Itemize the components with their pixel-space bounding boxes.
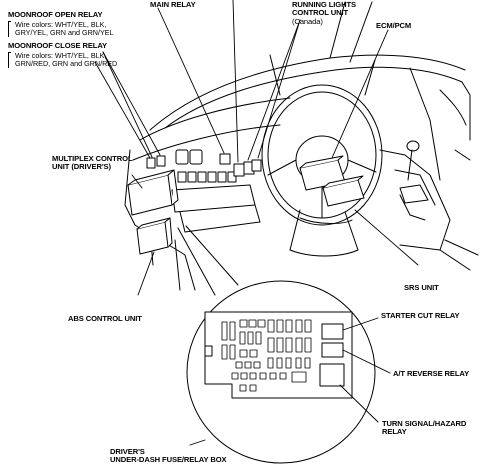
turn-signal-line-1: TURN SIGNAL/HAZARD: [382, 419, 467, 428]
multiplex-control-unit-label: MULTIPLEX CONTROL UNIT (DRIVER'S): [52, 154, 133, 172]
main-relay-shape: [219, 153, 231, 165]
moonroof-open-wire-colors: Wire colors: WHT/YEL, BLK, GRY/YEL, GRN …: [7, 20, 114, 38]
multiplex-line-1: MULTIPLEX CONTROL: [52, 154, 133, 163]
moonroof-close-relay-shape: [156, 155, 166, 167]
srs-unit-label: SRS UNIT: [404, 283, 439, 292]
turn-signal-hazard-relay-label: TURN SIGNAL/HAZARD RELAY: [382, 419, 467, 437]
dashboard-outline: [124, 1, 479, 291]
at-reverse-relay-label: A/T REVERSE RELAY: [393, 369, 470, 378]
multiplex-line-2: UNIT (DRIVER'S): [52, 162, 111, 172]
moonroof-close-relay-label: MOONROOF CLOSE RELAY: [8, 41, 107, 50]
moonroof-close-wire-colors: Wire colors: WHT/YEL, BLK, GRN/RED, GRN …: [8, 51, 118, 69]
main-relay-label: MAIN RELAY: [150, 0, 196, 9]
fuse-box-callout: [177, 225, 391, 464]
abs-control-unit-label: ABS CONTROL UNIT: [68, 314, 142, 323]
fuse-box-line-2: UNDER-DASH FUSE/RELAY BOX: [110, 455, 227, 465]
moonroof-close-wires-line-2: GRN/RED, GRN and GRN/RED: [15, 59, 118, 69]
running-lights-line-2: CONTROL UNIT: [292, 8, 349, 18]
moonroof-open-relay-shape: [146, 157, 156, 169]
srs-unit-shape: [322, 179, 365, 207]
starter-cut-relay-label: STARTER CUT RELAY: [381, 311, 460, 320]
turn-signal-relay-shape: [319, 363, 345, 387]
moonroof-open-relay-label: MOONROOF OPEN RELAY: [8, 10, 103, 19]
moonroof-open-wires-line-2: GRY/YEL, GRN and GRN/YEL: [15, 28, 114, 38]
running-lights-label: RUNNING LIGHTS CONTROL UNIT (Canada): [292, 0, 356, 26]
at-reverse-relay-shape: [321, 342, 344, 358]
running-lights-line-1: RUNNING LIGHTS: [292, 0, 356, 9]
moonroof-close-wires-line-1: Wire colors: WHT/YEL, BLK,: [15, 51, 107, 60]
component-boxes: [127, 153, 365, 255]
turn-signal-line-2: RELAY: [382, 427, 407, 437]
moonroof-open-wires-line-1: Wire colors: WHT/YEL, BLK,: [15, 20, 107, 29]
fuse-box-line-1: DRIVER'S: [110, 447, 145, 456]
leader-lines: [94, 0, 419, 296]
fuse-relay-box-label: DRIVER'S UNDER-DASH FUSE/RELAY BOX: [110, 447, 227, 465]
ecm-pcm-label: ECM/PCM: [376, 21, 412, 30]
starter-cut-relay-shape: [321, 323, 344, 340]
running-lights-line-3: (Canada): [292, 16, 323, 26]
